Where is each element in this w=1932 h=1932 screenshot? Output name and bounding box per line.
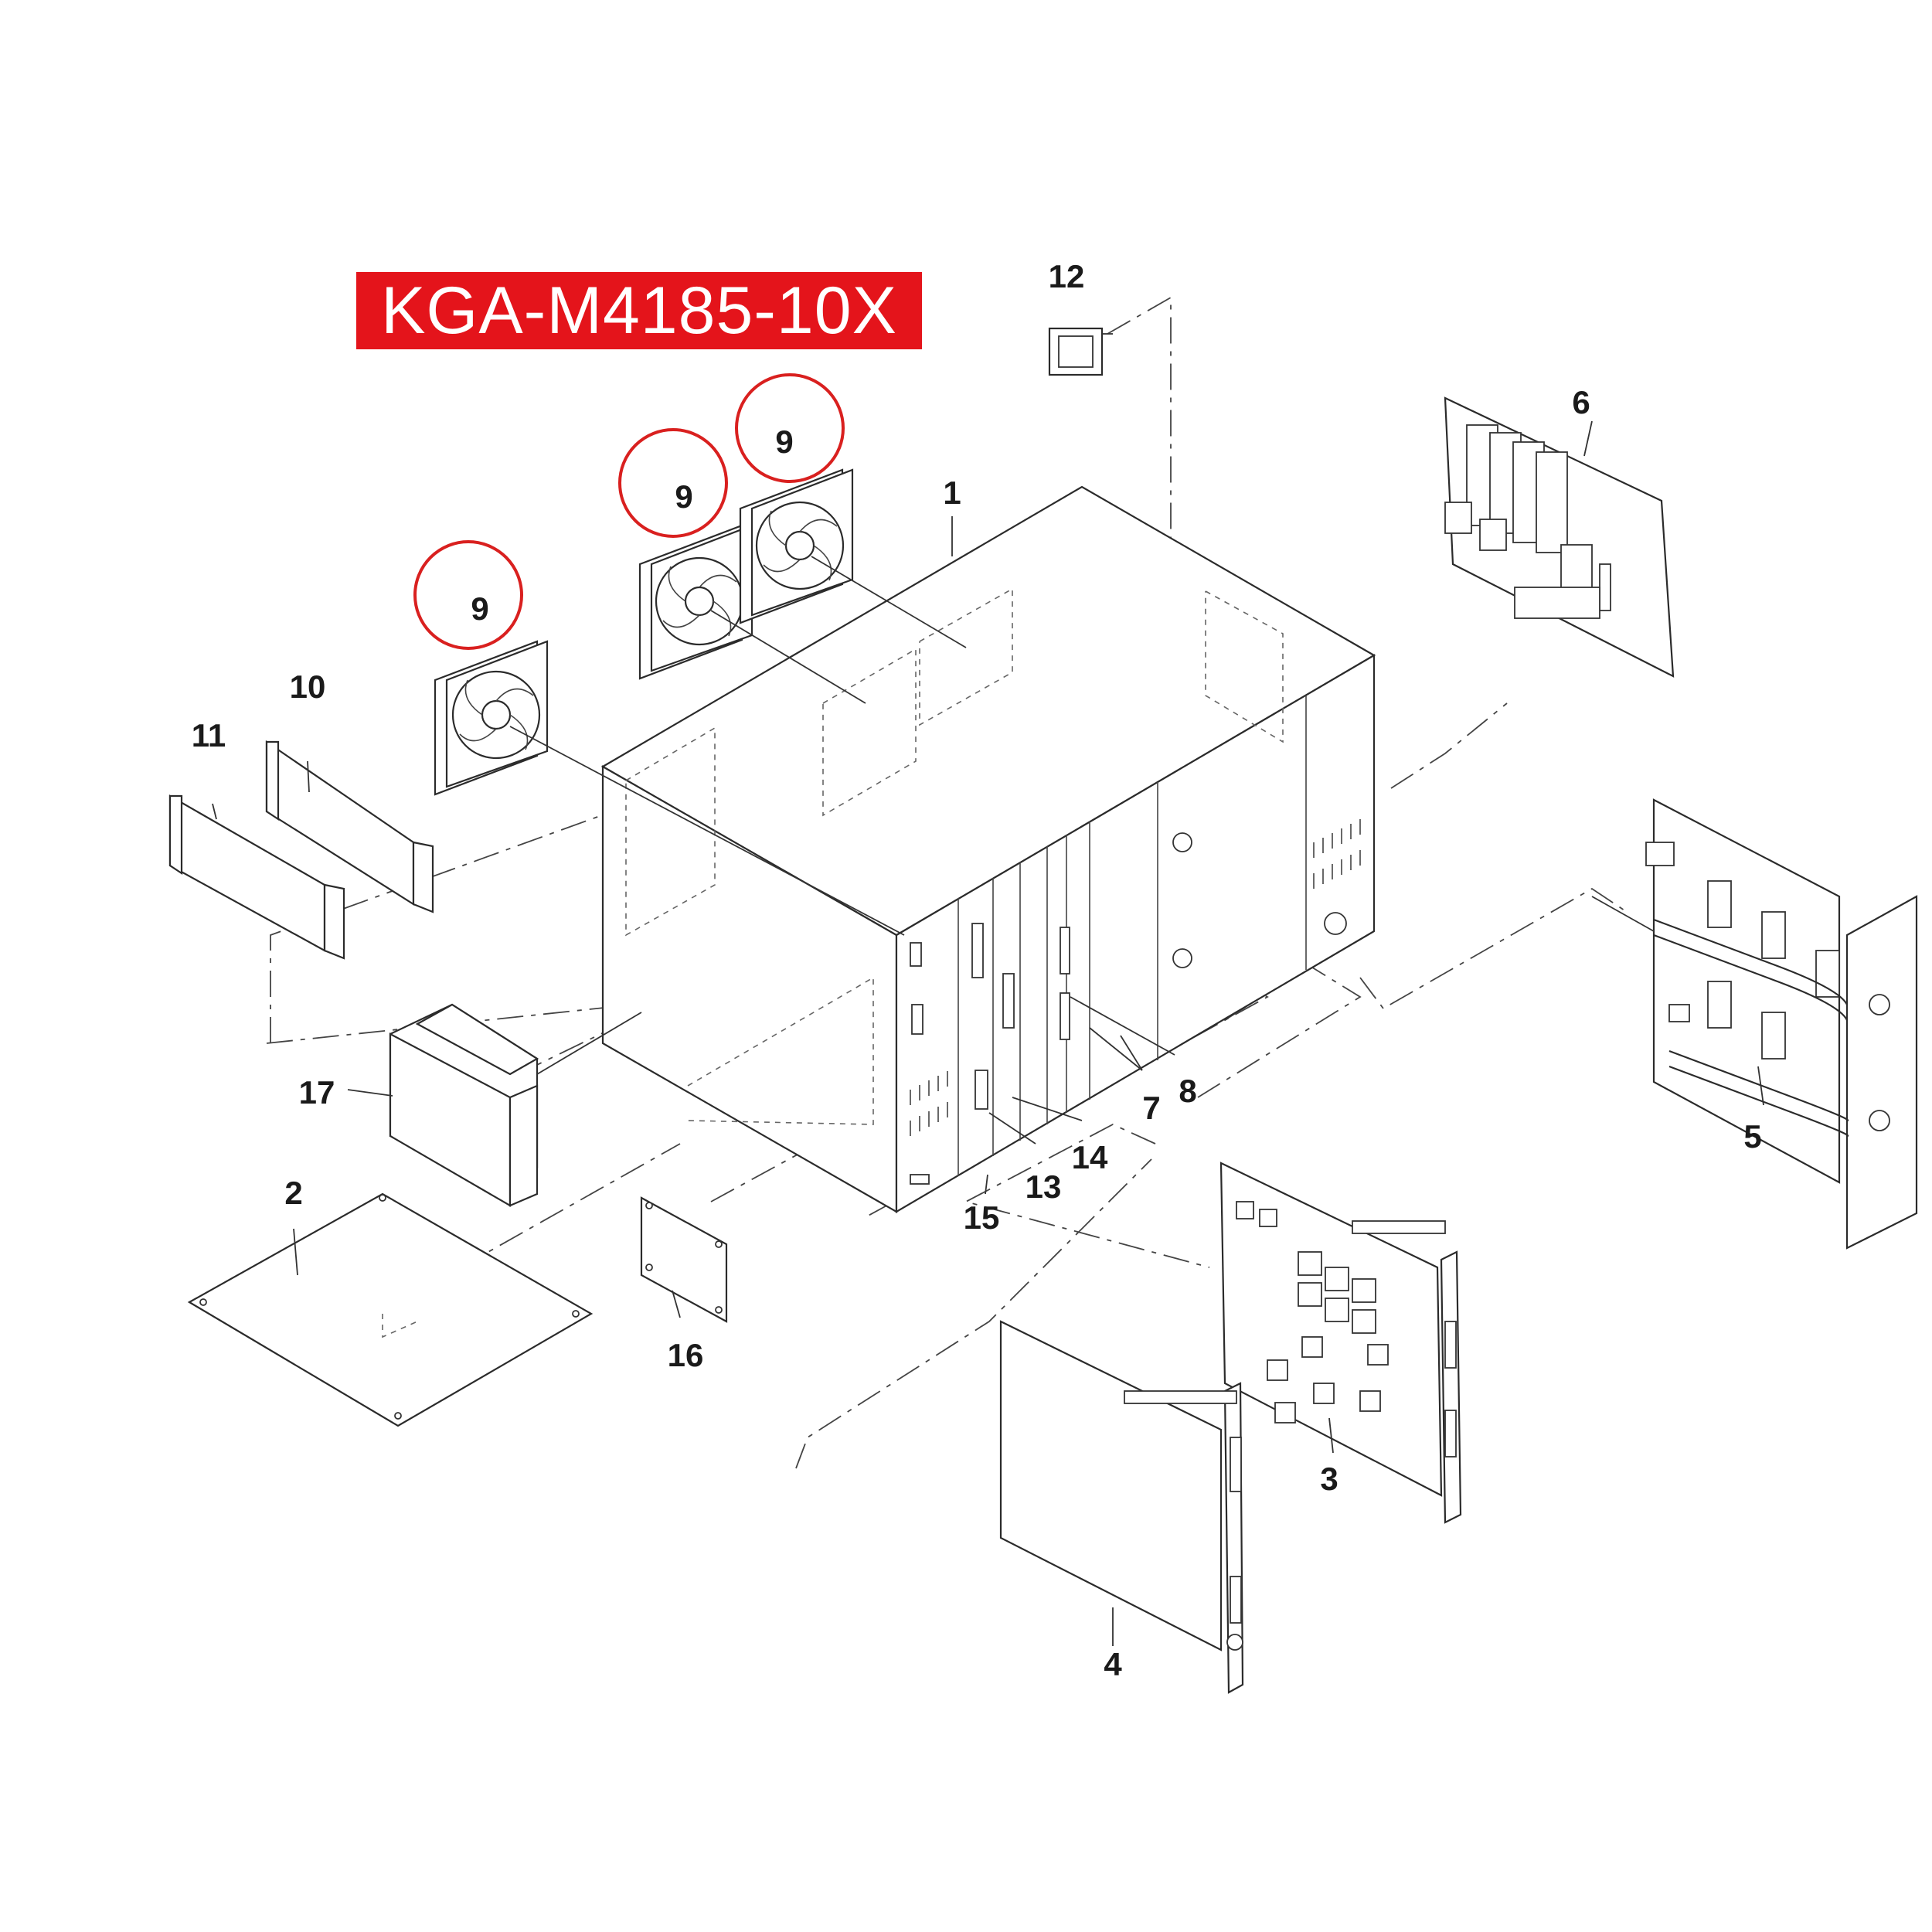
bracket-10 bbox=[265, 740, 434, 913]
highlight-circle-fan-right bbox=[735, 373, 845, 483]
callout-17: 17 bbox=[299, 1074, 335, 1111]
bracket-11 bbox=[168, 794, 345, 960]
power-board-6 bbox=[1444, 396, 1675, 678]
callout-13: 13 bbox=[1026, 1168, 1062, 1205]
cooling-fan-center bbox=[638, 524, 753, 680]
callout-7: 7 bbox=[1142, 1090, 1160, 1126]
transformer-12 bbox=[1048, 327, 1113, 376]
power-supply-17 bbox=[389, 1003, 642, 1207]
base-plate-2 bbox=[187, 1192, 594, 1427]
callout-2: 2 bbox=[284, 1175, 302, 1211]
harness-panel-5 bbox=[1591, 798, 1918, 1250]
fan-callout-highlights bbox=[413, 373, 845, 650]
cooling-fan-left bbox=[434, 640, 549, 796]
part-number-title: KGA-M4185-10X bbox=[356, 272, 922, 349]
cpu-board-3 bbox=[1219, 1162, 1462, 1524]
callout-16: 16 bbox=[668, 1337, 704, 1373]
callout-15: 15 bbox=[964, 1199, 1000, 1236]
callout-9b: 9 bbox=[675, 478, 692, 515]
cooling-fan-right bbox=[739, 468, 854, 624]
callout-labels: 1 2 3 4 5 6 7 8 9 9 9 10 11 12 13 14 15 … bbox=[192, 258, 1762, 1682]
callout-10: 10 bbox=[290, 668, 326, 705]
callout-4: 4 bbox=[1104, 1646, 1122, 1682]
callout-3: 3 bbox=[1320, 1461, 1338, 1497]
callout-1: 1 bbox=[943, 474, 961, 511]
callout-9a: 9 bbox=[471, 590, 488, 627]
main-chassis bbox=[600, 485, 1376, 1213]
callout-11: 11 bbox=[192, 717, 226, 753]
callout-12: 12 bbox=[1049, 258, 1085, 294]
callout-14: 14 bbox=[1072, 1139, 1108, 1175]
highlight-circle-fan-center bbox=[618, 428, 728, 538]
callout-8: 8 bbox=[1179, 1073, 1196, 1109]
highlight-circle-fan-left bbox=[413, 540, 523, 650]
small-card-16 bbox=[640, 1196, 728, 1323]
callout-5: 5 bbox=[1743, 1118, 1761, 1155]
callout-6: 6 bbox=[1572, 384, 1590, 420]
callout-9c: 9 bbox=[775, 423, 793, 460]
io-board-4 bbox=[999, 1320, 1244, 1694]
